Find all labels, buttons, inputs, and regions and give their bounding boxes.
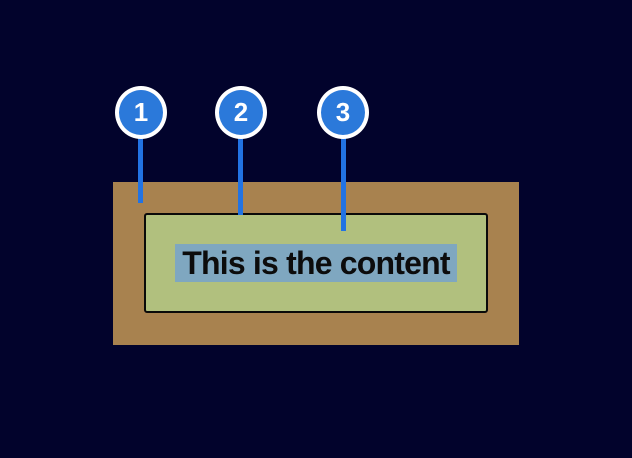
callout-label-3: 3 xyxy=(335,97,351,127)
callout-label-2: 2 xyxy=(233,97,249,127)
leader-line-1 xyxy=(138,136,143,203)
leader-line-2 xyxy=(238,136,243,215)
callout-label-1: 1 xyxy=(133,97,149,127)
callout-marker-2: 2 xyxy=(215,86,267,139)
leader-line-3 xyxy=(341,136,346,231)
margin-area: This is the content xyxy=(113,182,519,345)
callout-marker-1: 1 xyxy=(115,86,167,139)
content-text: This is the content xyxy=(175,244,457,282)
callout-marker-3: 3 xyxy=(317,86,369,139)
padding-area: This is the content xyxy=(144,213,488,313)
